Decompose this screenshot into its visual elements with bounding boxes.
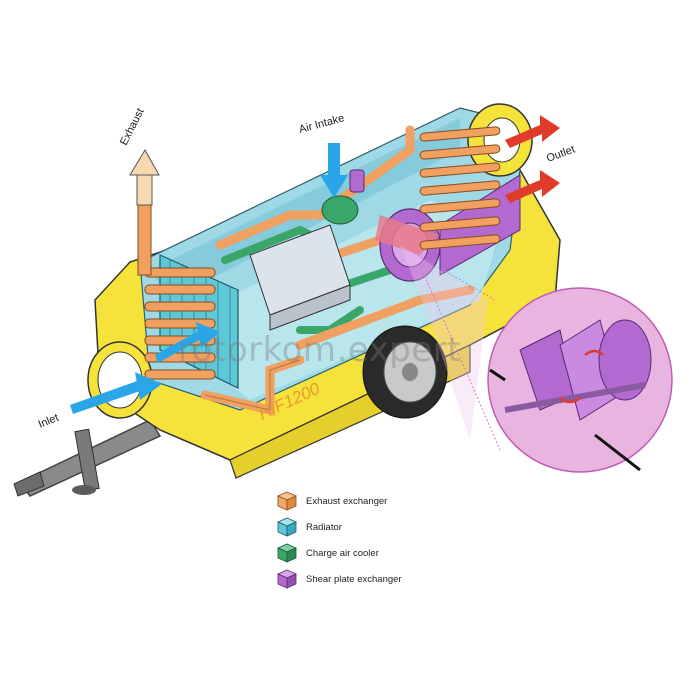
legend-label: Radiator [306,521,342,533]
wheel [362,325,448,419]
exhaust-arrow [129,149,160,206]
legend-item-radiator: Radiator [276,514,476,540]
legend-item-charge-air-cooler: Charge air cooler [276,540,476,566]
charge-air-cooler [321,169,365,225]
purple-cube-icon [277,569,297,589]
outlet-label: Outlet [545,144,577,165]
blue-cube-icon [277,517,297,537]
inlet-label: Inlet [37,412,61,431]
engine [249,224,351,331]
legend-item-exhaust-exchanger: Exhaust exchanger [276,488,476,514]
watermark: rotorkom.expert [178,330,462,370]
legend-label: Charge air cooler [306,547,379,559]
magnifier-inset [399,244,673,473]
orange-cube-icon [277,491,297,511]
outlet-coil-bank [419,126,501,250]
outlet-arrows [505,115,560,203]
tow-bar [13,419,162,497]
radiator-flow-arrow [155,322,220,363]
air-intake-label: Air Intake [298,112,346,136]
green-cube-icon [277,543,297,563]
exhaust-stack [137,204,152,276]
inlet-arrow [70,372,162,414]
exhaust-label: Exhaust [118,106,147,147]
legend-item-shear-plate-exchanger: Shear plate exchanger [276,566,476,592]
legend: Exhaust exchanger Radiator Charge air co… [276,488,476,592]
air-intake-arrow [320,143,348,198]
legend-label: Exhaust exchanger [306,495,388,507]
legend-label: Shear plate exchanger [306,573,402,585]
